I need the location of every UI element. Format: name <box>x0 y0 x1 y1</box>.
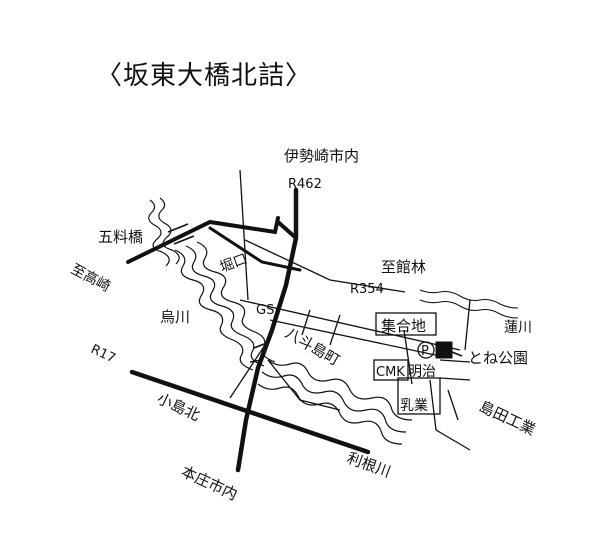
label-karasugawa: 烏川 <box>160 308 190 326</box>
label-shimadakogyo: 島田工業 <box>476 397 538 439</box>
label-r462: R462 <box>288 177 322 192</box>
roads <box>126 187 371 473</box>
pointer-arrow-icon <box>451 351 463 357</box>
label-isesaki: 伊勢崎市内 <box>284 147 359 165</box>
label-r17: R17 <box>88 342 118 366</box>
label-tonekoen: とね公園 <box>468 349 528 367</box>
label-hasu: 蓮川 <box>504 320 532 336</box>
page-title: 〈坂東大橋北詰〉 <box>96 61 313 92</box>
gathering-point-box <box>375 312 437 336</box>
meiji-dairy-box <box>397 377 441 415</box>
label-hachitojima: 八斗島町 <box>282 324 343 370</box>
gathering-point-label: 集合地 <box>381 317 426 335</box>
bridges <box>167 223 265 363</box>
label-itarutatebayashi: 至館林 <box>381 258 426 276</box>
label-goryobashi: 五料橋 <box>98 228 143 246</box>
cmk-box <box>373 359 409 381</box>
label-r354: R354 <box>350 282 384 297</box>
parking-icon <box>417 341 435 359</box>
label-itarutakasaki: 至高崎 <box>68 261 113 296</box>
label-nyugyo: 乳業 <box>400 398 428 414</box>
label-gs: GS <box>256 303 274 318</box>
minor-roads <box>229 169 471 451</box>
label-meiji: 明治 <box>408 364 436 380</box>
label-horiguchi: 堀口 <box>218 251 250 276</box>
tone-river <box>257 359 413 445</box>
park-marker-icon <box>435 341 453 359</box>
label-honjo: 本庄市内 <box>178 462 240 504</box>
parking-label: P <box>421 344 429 359</box>
label-cmk: CMK <box>376 365 405 380</box>
